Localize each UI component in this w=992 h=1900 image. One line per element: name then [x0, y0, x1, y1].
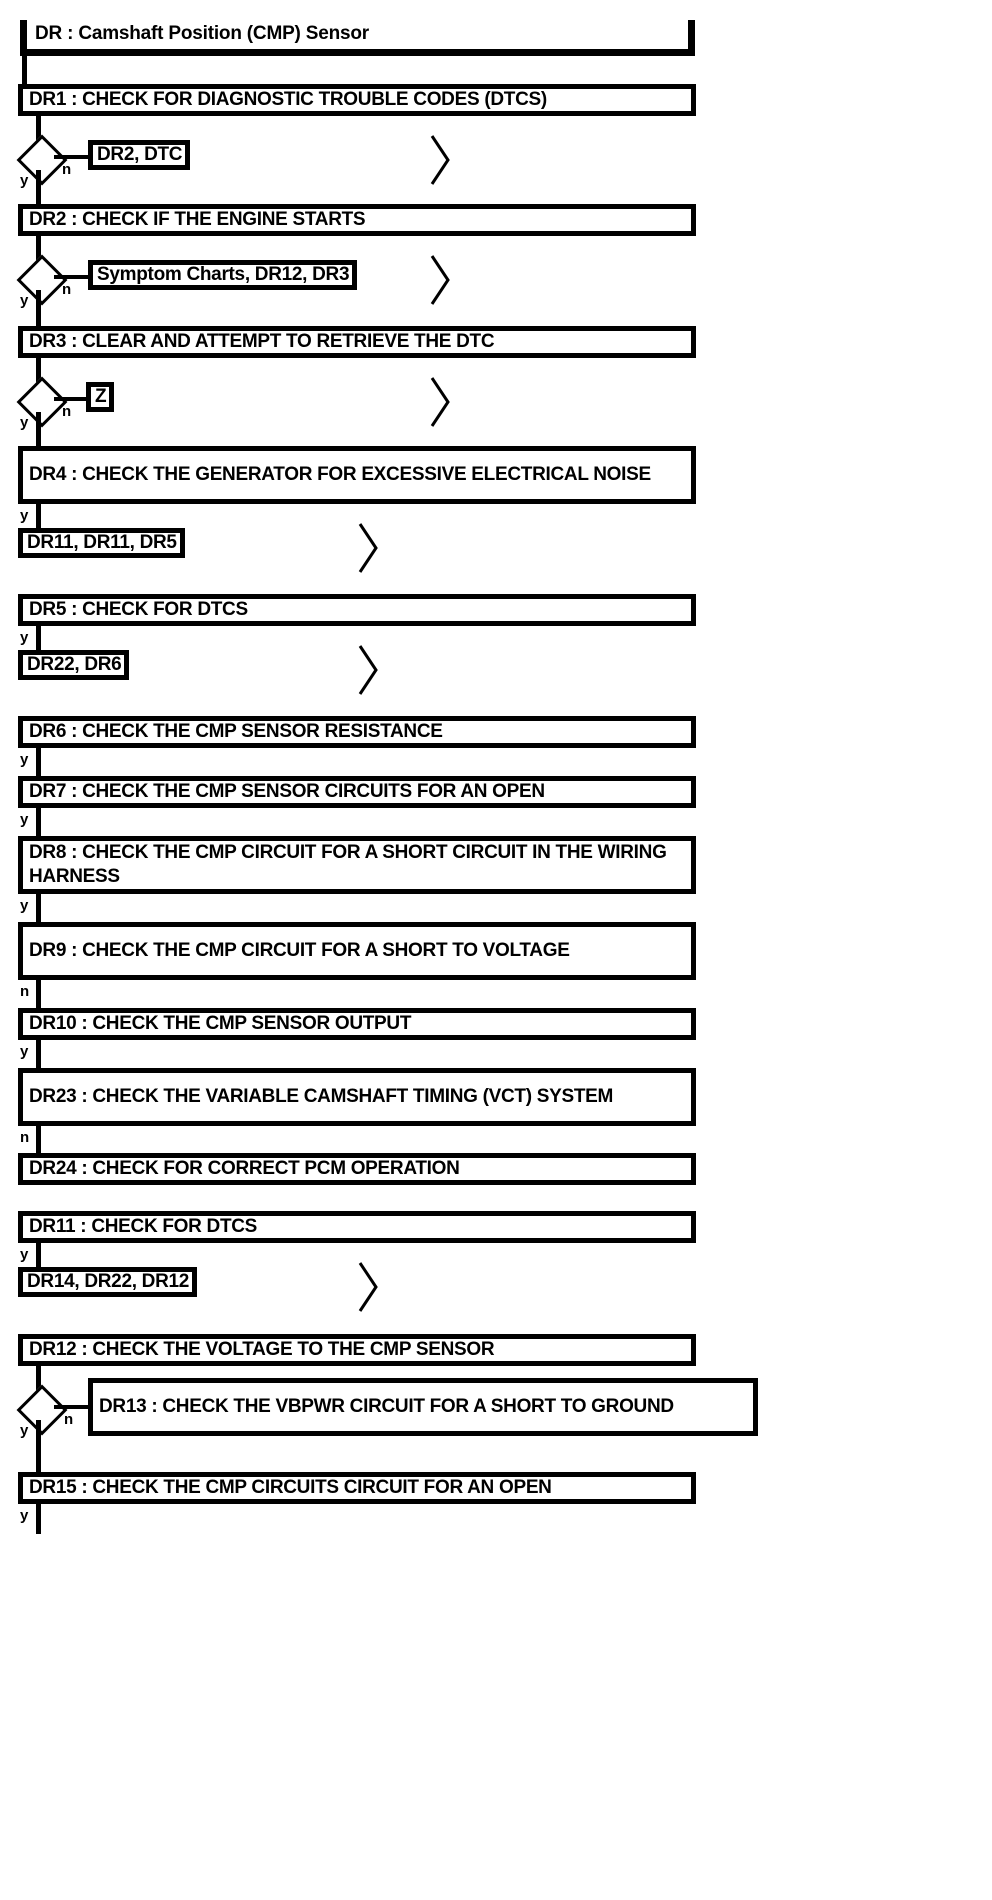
- branch-label-n-2: n: [62, 281, 72, 298]
- ref-box-dr14-dr22-dr12[interactable]: DR14, DR22, DR12: [18, 1267, 198, 1297]
- step-box-dr7[interactable]: DR7 : CHECK THE CMP SENSOR CIRCUITS FOR …: [18, 776, 696, 808]
- edge-dr4-to-ref: [36, 504, 41, 528]
- edge-dr10-to-dr23: [36, 1040, 41, 1068]
- step-label-dr15: DR15 : CHECK THE CMP CIRCUITS CIRCUIT FO…: [29, 1476, 552, 1498]
- step-box-dr12[interactable]: DR12 : CHECK THE VOLTAGE TO THE CMP SENS…: [18, 1334, 696, 1366]
- ref-box-symptom-charts[interactable]: Symptom Charts, DR12, DR3: [88, 260, 358, 290]
- branch-label-y-3: y: [20, 414, 29, 431]
- flow-title-text: DR : Camshaft Position (CMP) Sensor: [35, 23, 369, 45]
- step-label-dr12: DR12 : CHECK THE VOLTAGE TO THE CMP SENS…: [29, 1338, 495, 1360]
- branch-label-y-4: y: [20, 507, 29, 524]
- ref-box-dr11-dr11-dr5[interactable]: DR11, DR11, DR5: [18, 528, 185, 558]
- edge-title-to-dr1: [22, 56, 27, 84]
- step-label-dr1: DR1 : CHECK FOR DIAGNOSTIC TROUBLE CODES…: [29, 88, 547, 110]
- edge-decision3-yes: [36, 412, 41, 448]
- step-box-dr10[interactable]: DR10 : CHECK THE CMP SENSOR OUTPUT: [18, 1008, 696, 1040]
- edge-dr11-to-ref: [36, 1243, 41, 1267]
- edge-decision1-yes: [36, 170, 41, 206]
- step-label-dr3: DR3 : CLEAR AND ATTEMPT TO RETRIEVE THE …: [29, 330, 495, 352]
- chevron-marker-5: [356, 642, 382, 698]
- step-label-dr11: DR11 : CHECK FOR DTCS: [29, 1215, 258, 1237]
- ref-label-dr22-dr6: DR22, DR6: [27, 653, 122, 675]
- branch-label-y-1: y: [20, 172, 29, 189]
- step-label-dr13: DR13 : CHECK THE VBPWR CIRCUIT FOR A SHO…: [99, 1395, 674, 1417]
- edge-decision2-no: [54, 275, 92, 279]
- branch-label-y-2: y: [20, 292, 29, 309]
- edge-dr6-to-dr7: [36, 748, 41, 776]
- step-label-dr4: DR4 : CHECK THE GENERATOR FOR EXCESSIVE …: [29, 463, 651, 485]
- edge-dr23-to-dr24: [36, 1126, 41, 1154]
- step-box-dr23[interactable]: DR23 : CHECK THE VARIABLE CAMSHAFT TIMIN…: [18, 1068, 696, 1126]
- ref-label-z: Z: [95, 385, 107, 407]
- step-label-dr10: DR10 : CHECK THE CMP SENSOR OUTPUT: [29, 1012, 412, 1034]
- chevron-marker-3: [428, 374, 454, 430]
- branch-label-y-8: y: [20, 897, 29, 914]
- step-box-dr8[interactable]: DR8 : CHECK THE CMP CIRCUIT FOR A SHORT …: [18, 836, 696, 894]
- branch-label-y-15: y: [20, 1507, 29, 1524]
- step-label-dr7: DR7 : CHECK THE CMP SENSOR CIRCUITS FOR …: [29, 780, 545, 802]
- chevron-marker-2: [428, 252, 454, 308]
- branch-label-y-5: y: [20, 629, 29, 646]
- step-box-dr11[interactable]: DR11 : CHECK FOR DTCS: [18, 1211, 696, 1243]
- step-box-dr1[interactable]: DR1 : CHECK FOR DIAGNOSTIC TROUBLE CODES…: [18, 84, 696, 116]
- step-box-dr13[interactable]: DR13 : CHECK THE VBPWR CIRCUIT FOR A SHO…: [88, 1378, 758, 1436]
- step-box-dr6[interactable]: DR6 : CHECK THE CMP SENSOR RESISTANCE: [18, 716, 696, 748]
- branch-label-y-11: y: [20, 1246, 29, 1263]
- branch-label-y-10: y: [20, 1043, 29, 1060]
- chevron-marker-4: [356, 520, 382, 576]
- edge-dr7-to-dr8: [36, 808, 41, 836]
- ref-label-dr11-dr11-dr5: DR11, DR11, DR5: [27, 531, 177, 553]
- step-label-dr24: DR24 : CHECK FOR CORRECT PCM OPERATION: [29, 1157, 460, 1179]
- step-box-dr24[interactable]: DR24 : CHECK FOR CORRECT PCM OPERATION: [18, 1153, 696, 1185]
- edge-decision1-no: [54, 155, 92, 159]
- edge-dr5-to-ref: [36, 626, 41, 650]
- step-box-dr5[interactable]: DR5 : CHECK FOR DTCS: [18, 594, 696, 626]
- edge-dr12-to-decision12: [36, 1366, 41, 1394]
- edge-decision12-no: [54, 1405, 90, 1409]
- chevron-marker-1: [428, 132, 454, 188]
- edge-dr8-to-dr9: [36, 894, 41, 922]
- title-right-tick: [688, 20, 695, 49]
- step-box-dr2[interactable]: DR2 : CHECK IF THE ENGINE STARTS: [18, 204, 696, 236]
- ref-box-z[interactable]: Z: [86, 382, 115, 412]
- branch-label-y-12: y: [20, 1422, 29, 1439]
- edge-decision12-yes: [36, 1420, 41, 1472]
- step-box-dr15[interactable]: DR15 : CHECK THE CMP CIRCUITS CIRCUIT FO…: [18, 1472, 696, 1504]
- step-label-dr2: DR2 : CHECK IF THE ENGINE STARTS: [29, 208, 366, 230]
- ref-box-dr2-dtc[interactable]: DR2, DTC: [88, 140, 191, 170]
- edge-decision3-no: [54, 397, 88, 401]
- ref-label-dr14-dr22-dr12: DR14, DR22, DR12: [27, 1270, 190, 1292]
- flow-title-box[interactable]: DR : Camshaft Position (CMP) Sensor: [20, 20, 695, 56]
- ref-label-dr2-dtc: DR2, DTC: [97, 143, 183, 165]
- edge-dr2-to-decision2: [36, 236, 41, 264]
- edge-dr9-to-dr10: [36, 980, 41, 1008]
- step-box-dr3[interactable]: DR3 : CLEAR AND ATTEMPT TO RETRIEVE THE …: [18, 326, 696, 358]
- step-label-dr23: DR23 : CHECK THE VARIABLE CAMSHAFT TIMIN…: [29, 1085, 614, 1107]
- edge-dr15-continue: [36, 1504, 41, 1534]
- branch-label-n-1: n: [62, 161, 72, 178]
- step-label-dr8: DR8 : CHECK THE CMP CIRCUIT FOR A SHORT …: [29, 842, 667, 887]
- branch-label-y-7: y: [20, 811, 29, 828]
- chevron-marker-6: [356, 1259, 382, 1315]
- step-label-dr5: DR5 : CHECK FOR DTCS: [29, 598, 248, 620]
- step-box-dr4[interactable]: DR4 : CHECK THE GENERATOR FOR EXCESSIVE …: [18, 446, 696, 504]
- branch-label-n-12: n: [64, 1411, 74, 1428]
- branch-label-n-9: n: [20, 983, 30, 1000]
- step-label-dr6: DR6 : CHECK THE CMP SENSOR RESISTANCE: [29, 720, 443, 742]
- branch-label-y-6: y: [20, 751, 29, 768]
- branch-label-n-3: n: [62, 403, 72, 420]
- step-box-dr9[interactable]: DR9 : CHECK THE CMP CIRCUIT FOR A SHORT …: [18, 922, 696, 980]
- edge-dr3-to-decision3: [36, 358, 41, 386]
- step-label-dr9: DR9 : CHECK THE CMP CIRCUIT FOR A SHORT …: [29, 939, 570, 961]
- ref-box-dr22-dr6[interactable]: DR22, DR6: [18, 650, 130, 680]
- ref-label-symptom-charts: Symptom Charts, DR12, DR3: [97, 263, 350, 285]
- branch-label-n-23: n: [20, 1129, 30, 1146]
- edge-dr1-to-decision1: [36, 116, 41, 144]
- edge-decision2-yes: [36, 290, 41, 328]
